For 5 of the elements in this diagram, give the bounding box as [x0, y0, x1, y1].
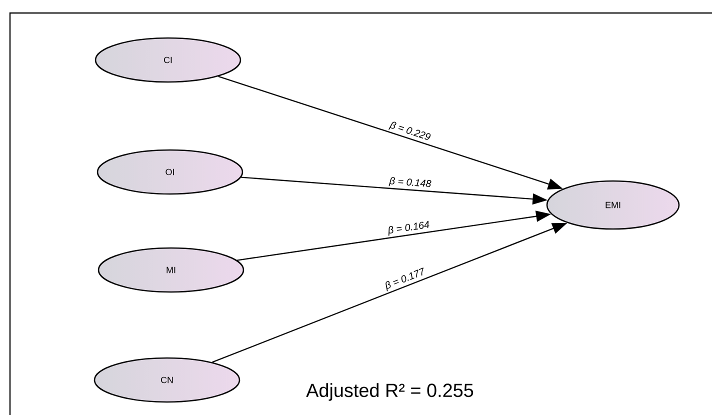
edge-label: β = 0.164 [388, 220, 430, 236]
edge-label: β = 0.229 [388, 122, 431, 140]
r-squared-note: Adjusted R² = 0.255 [306, 383, 474, 401]
edge-label: β = 0.148 [388, 177, 432, 188]
edge-label: β = 0.177 [386, 267, 424, 292]
